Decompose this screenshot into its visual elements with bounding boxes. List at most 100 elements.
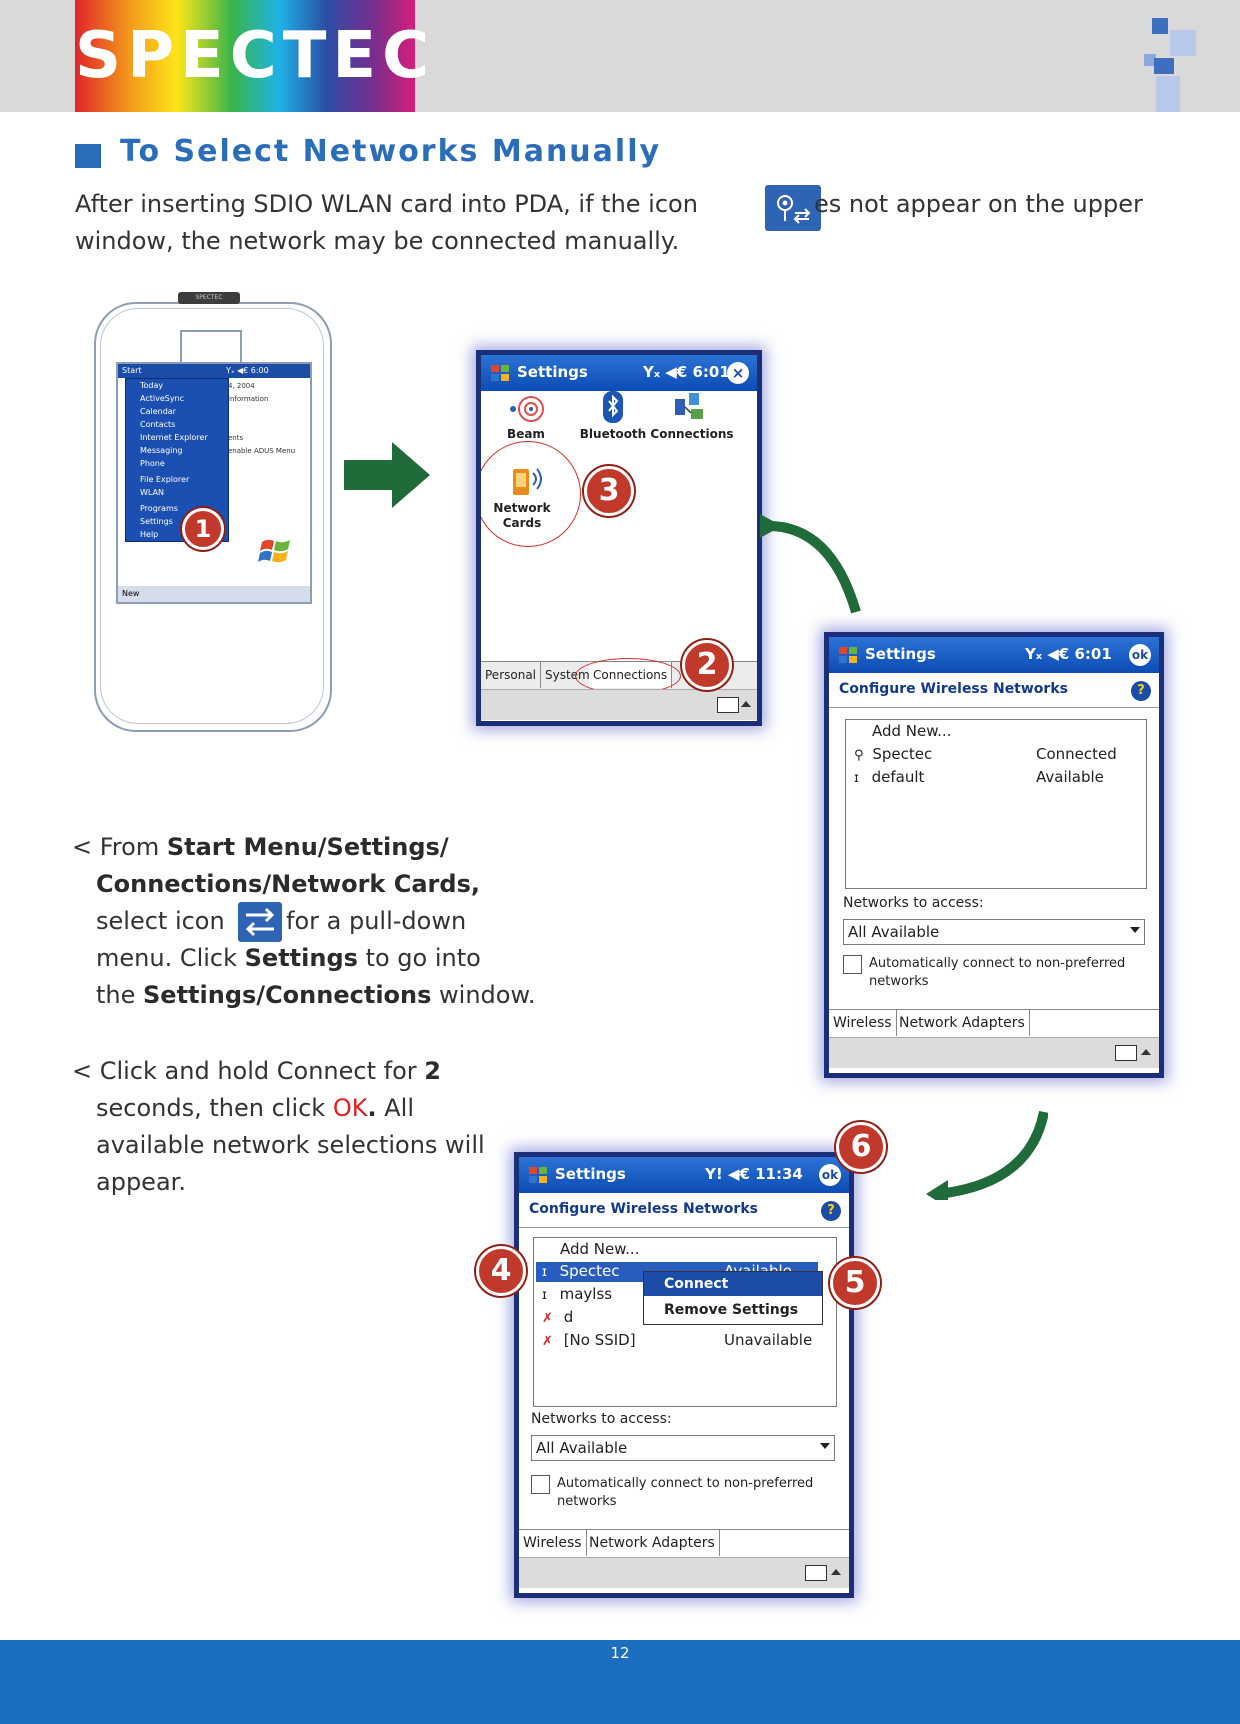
step-badge-5: 5 <box>830 1258 880 1308</box>
context-menu-connect[interactable]: Connect <box>644 1272 822 1296</box>
spectec-logo: SPECTEC <box>75 0 436 112</box>
step2-line3: available network selections will <box>96 1131 485 1159</box>
windows-flag-icon[interactable] <box>527 1164 549 1186</box>
pda-menu-item[interactable]: WLAN <box>140 488 165 497</box>
network-status: Unavailable <box>724 1331 813 1349</box>
select-value: All Available <box>536 1439 628 1457</box>
keyboard-icon[interactable] <box>1115 1045 1137 1061</box>
pda-menu-item[interactable]: Internet Explorer <box>140 433 208 442</box>
tab-wireless[interactable]: Wireless <box>829 1010 897 1036</box>
list-item[interactable]: ✗ [No SSID] <box>542 1331 636 1349</box>
intro-text-2: window, the network may be connected man… <box>75 227 680 255</box>
auto-connect-checkbox[interactable] <box>843 955 862 974</box>
auto-connect-label-line: networks <box>557 1494 617 1509</box>
list-item-selected[interactable]: ɪ Spectec <box>542 1262 620 1280</box>
step-text-red: OK <box>332 1094 368 1122</box>
configure-wireless-window-2: Settings Y! ◀€ 11:34 ok Configure Wirele… <box>514 1152 854 1598</box>
step1-line3: select icon <box>96 907 225 935</box>
bluetooth-icon[interactable] <box>593 389 633 425</box>
window-title: Settings <box>555 1165 626 1183</box>
pda-menu-item[interactable]: Calendar <box>140 407 176 416</box>
logo-text: SPECTEC <box>75 19 436 93</box>
step2-line1: < Click and hold Connect for 2 <box>72 1057 441 1085</box>
close-icon[interactable]: × <box>727 362 749 384</box>
pda-brand-tab: SPECTEC <box>178 292 240 304</box>
pda-menu-item[interactable]: Contacts <box>140 420 176 429</box>
pda-today-line: information <box>228 395 269 403</box>
header-decoration-squares <box>1140 18 1200 112</box>
pda-speaker <box>180 330 242 364</box>
pda-menu-item[interactable]: ActiveSync <box>140 394 185 403</box>
help-icon[interactable]: ? <box>821 1201 841 1221</box>
step1-line3b: for a pull-down <box>286 907 467 935</box>
pda-screen: Start Yₓ ◀€ 6:00 4, 2004 information ent… <box>116 362 312 604</box>
network-adapter-icon <box>238 902 282 942</box>
list-item-add-new[interactable]: Add New... <box>560 1240 640 1258</box>
auto-connect-label-line: Automatically connect to non-preferred <box>557 1476 814 1491</box>
list-item[interactable]: ɪ maylss <box>542 1285 612 1303</box>
auto-connect-checkbox[interactable] <box>531 1475 550 1494</box>
settings-connections-window: Settings Yₓ ◀€ 6:01 × Beam Bluetooth Con… <box>476 350 762 726</box>
step-text-bold: 2 <box>424 1057 441 1085</box>
keyboard-icon[interactable] <box>805 1565 827 1581</box>
tab-wireless[interactable]: Wireless <box>519 1530 587 1556</box>
pda-menu-item[interactable]: File Explorer <box>140 475 190 484</box>
page-number: 12 <box>610 1644 630 1662</box>
step-text: < From <box>72 833 167 861</box>
tab-network-adapters[interactable]: Network Adapters <box>585 1530 720 1556</box>
pda-menu-item-settings[interactable]: Settings <box>140 517 173 526</box>
networks-to-access-select[interactable]: All Available <box>843 919 1145 945</box>
pda-menu-item[interactable]: Phone <box>140 459 165 468</box>
step1-line4: menu. Click Settings to go into <box>96 944 481 972</box>
sip-arrow-icon[interactable] <box>831 1569 841 1575</box>
wlan-tray-icon <box>765 185 821 231</box>
pda-today-text: 4, 2004 information ents enable ADUS Men… <box>228 380 295 458</box>
windows-flag-icon[interactable] <box>837 644 859 666</box>
arrow-right-icon <box>344 442 430 508</box>
windows-flag-icon[interactable] <box>489 362 511 384</box>
networks-to-access-select[interactable]: All Available <box>531 1435 835 1461</box>
section-title: To Select Networks Manually <box>120 134 662 169</box>
step-text-bold: Settings <box>244 944 358 972</box>
step-text: select icon <box>96 907 225 935</box>
context-menu-remove-settings[interactable]: Remove Settings <box>664 1302 799 1318</box>
ok-button[interactable]: ok <box>819 1164 841 1186</box>
beam-icon[interactable] <box>507 391 547 427</box>
list-item[interactable]: ⚲ Spectec <box>854 745 932 763</box>
connections-icon[interactable] <box>671 389 711 425</box>
highlight-circle <box>481 441 581 547</box>
sip-arrow-icon[interactable] <box>1141 1049 1151 1055</box>
list-item[interactable]: ɪ default <box>854 768 924 786</box>
network-name: default <box>871 768 925 786</box>
pda-menu-item[interactable]: Today <box>140 381 164 390</box>
sip-arrow-icon[interactable] <box>741 701 751 707</box>
keyboard-icon[interactable] <box>717 697 739 713</box>
step-text: the <box>96 981 144 1009</box>
step2-line2: seconds, then click OK. All <box>96 1094 414 1122</box>
command-bar <box>519 1557 849 1588</box>
list-item[interactable]: ✗ d <box>542 1308 573 1326</box>
intro-text-1b: es not appear on the upper <box>814 190 1143 218</box>
pda-today-line: 4, 2004 <box>228 382 255 390</box>
pda-menu-item[interactable]: Help <box>140 530 159 539</box>
chevron-down-icon <box>1130 927 1140 933</box>
tab-personal[interactable]: Personal <box>481 662 542 688</box>
network-icon: ɪ <box>854 771 859 786</box>
list-item-add-new[interactable]: Add New... <box>872 722 952 740</box>
pda-bottom-bar: New <box>118 586 310 602</box>
pda-start-label[interactable]: Start <box>122 366 142 375</box>
pda-menu-item[interactable]: Programs <box>140 504 178 513</box>
step-badge-4: 4 <box>476 1246 526 1296</box>
beam-label: Beam <box>507 427 545 441</box>
network-name: [No SSID] <box>563 1331 636 1349</box>
ok-button[interactable]: ok <box>1129 644 1151 666</box>
tab-network-adapters[interactable]: Network Adapters <box>895 1010 1030 1036</box>
page-footer <box>0 1640 1240 1724</box>
pda-menu-item[interactable]: Messaging <box>140 446 183 455</box>
subtitle: Configure Wireless Networks <box>839 681 1068 697</box>
step-text: to go into <box>357 944 481 972</box>
help-icon[interactable]: ? <box>1131 681 1151 701</box>
pda-new-label[interactable]: New <box>122 589 140 598</box>
windows-flag-icon <box>258 539 290 563</box>
pda-bezel <box>100 308 324 724</box>
